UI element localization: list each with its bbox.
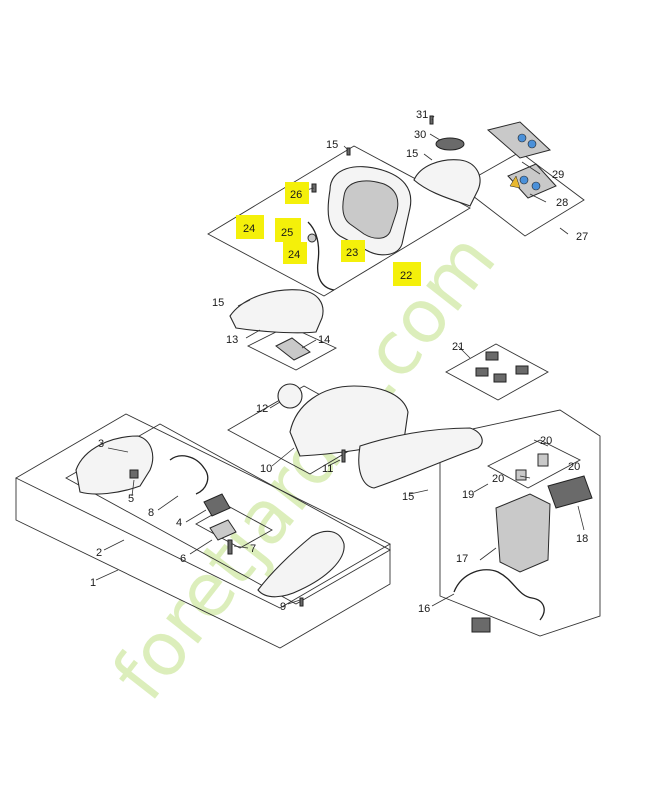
highlight-box-26 <box>285 182 309 204</box>
module-16 <box>471 617 491 633</box>
lever-6 <box>209 519 237 541</box>
callout-8[interactable]: 8 <box>148 507 154 519</box>
handle-inner <box>342 180 399 239</box>
callout-25[interactable]: 25 <box>281 227 293 239</box>
panel-1-lower <box>15 478 391 649</box>
panel-16-20 <box>439 409 601 637</box>
highlight-box-24b <box>283 242 307 264</box>
screw-9 <box>299 597 304 607</box>
callout-26[interactable]: 26 <box>290 189 302 201</box>
callout-6[interactable]: 6 <box>180 553 186 565</box>
panel-14 <box>246 325 338 371</box>
highlight-box-24a <box>236 215 264 239</box>
rear-handle <box>257 530 345 598</box>
callout-30[interactable]: 30 <box>414 129 426 141</box>
highlighted-labels: 26 24 25 24 23 22 <box>243 189 412 282</box>
grommet-24 <box>307 233 317 243</box>
callout-labels: 31 30 15 15 29 28 27 15 13 14 21 12 10 1… <box>90 109 588 615</box>
callout-5[interactable]: 5 <box>128 493 134 505</box>
screw-15a <box>346 147 351 156</box>
insert-14 <box>275 337 311 361</box>
callout-4[interactable]: 4 <box>176 517 182 529</box>
harness-16 <box>453 569 545 621</box>
callout-20a[interactable]: 20 <box>540 435 552 447</box>
callout-11[interactable]: 11 <box>322 463 333 475</box>
switch-4 <box>203 493 231 517</box>
cap-30 <box>435 137 465 151</box>
panel-label-set <box>459 151 585 237</box>
callout-3[interactable]: 3 <box>98 438 104 450</box>
callout-12[interactable]: 12 <box>256 403 268 415</box>
callout-10[interactable]: 10 <box>260 463 272 475</box>
wire-24 <box>307 221 335 291</box>
callout-17[interactable]: 17 <box>456 553 468 565</box>
callout-16[interactable]: 16 <box>418 603 430 615</box>
callout-7[interactable]: 7 <box>250 543 256 555</box>
highlight-box-22 <box>393 262 421 286</box>
cover-29 <box>413 159 481 207</box>
callout-2[interactable]: 2 <box>96 547 102 559</box>
guard-rail <box>358 427 483 489</box>
callout-15a[interactable]: 15 <box>326 139 338 151</box>
panel-21 <box>445 343 549 401</box>
parts <box>75 115 593 633</box>
callout-29[interactable]: 29 <box>552 169 564 181</box>
callout-20c[interactable]: 20 <box>568 461 580 473</box>
callout-31[interactable]: 31 <box>416 109 428 121</box>
callout-23[interactable]: 23 <box>346 247 358 259</box>
housing-3 <box>75 435 154 495</box>
clip-21a <box>485 351 499 361</box>
clip-21d <box>515 365 529 375</box>
clip-21c <box>493 373 507 383</box>
terminal-20b <box>515 469 527 481</box>
callout-21[interactable]: 21 <box>452 341 464 353</box>
gasket-12 <box>277 383 303 409</box>
callout-15b[interactable]: 15 <box>212 297 224 309</box>
callout-15d[interactable]: 15 <box>406 148 418 160</box>
battery-bay-17 <box>495 493 551 573</box>
callout-24b[interactable]: 24 <box>288 249 300 261</box>
sticker-sheet <box>486 121 557 199</box>
callout-14[interactable]: 14 <box>318 334 330 346</box>
callout-27[interactable]: 27 <box>576 231 588 243</box>
highlights <box>236 182 421 286</box>
callout-13[interactable]: 13 <box>226 334 238 346</box>
callout-24a[interactable]: 24 <box>243 223 255 235</box>
terminal-20a <box>537 453 549 467</box>
panel-handle-set <box>207 145 471 297</box>
panel-19 <box>487 439 581 489</box>
screw-31 <box>429 115 434 125</box>
pin-5 <box>129 469 139 479</box>
callout-22[interactable]: 22 <box>400 270 412 282</box>
housing-13 <box>229 289 324 334</box>
callout-9[interactable]: 9 <box>280 601 286 613</box>
highlight-box-25 <box>275 218 301 242</box>
clip-21b <box>475 367 489 377</box>
callout-15c[interactable]: 15 <box>402 491 414 503</box>
callout-1[interactable]: 1 <box>90 577 96 589</box>
callout-28[interactable]: 28 <box>556 197 568 209</box>
callout-18[interactable]: 18 <box>576 533 588 545</box>
screw-11 <box>341 449 346 463</box>
highlight-box-23 <box>341 240 365 262</box>
contact-18 <box>547 475 593 509</box>
wire-8 <box>169 455 209 495</box>
spring-7 <box>227 539 233 555</box>
callout-19[interactable]: 19 <box>462 489 474 501</box>
callout-20b[interactable]: 20 <box>492 473 504 485</box>
